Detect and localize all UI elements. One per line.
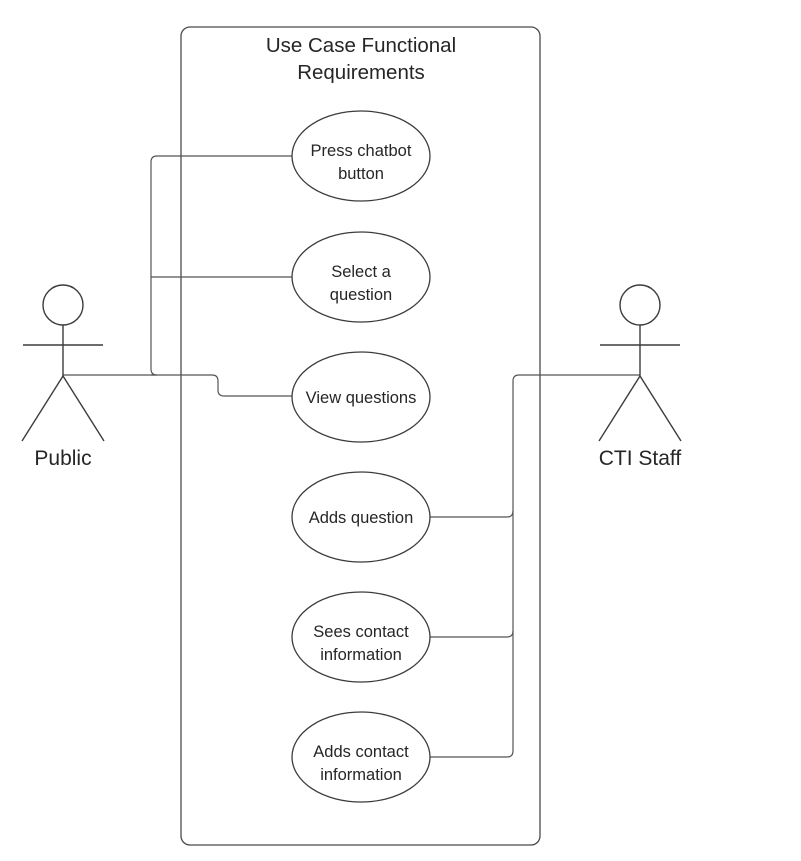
use-case-label-line1: Adds question: [309, 509, 414, 527]
connector-cti-sees-contact-information: [430, 630, 514, 638]
use-case-label-line2: information: [320, 766, 402, 784]
use-case-label-line1: Sees contact: [313, 623, 409, 641]
actor-label: Public: [34, 447, 91, 470]
boundary-title-line2: Requirements: [297, 61, 425, 84]
use-case-ellipse: [291, 591, 431, 683]
use-case-ellipse: [291, 711, 431, 803]
use-case-sees-contact-information[interactable]: Sees contact information: [291, 591, 431, 683]
boundary-title-line1: Use Case Functional: [266, 34, 456, 57]
actor-head-icon: [619, 284, 661, 326]
actor-left-leg-icon: [21, 375, 64, 442]
connector-public-view-questions: [151, 374, 292, 397]
use-case-label-line1: View questions: [306, 389, 417, 407]
use-case-label-line2: information: [320, 646, 402, 664]
actor-public[interactable]: Public: [21, 284, 105, 470]
actor-right-leg-icon: [639, 375, 682, 442]
use-case-label-line1: Adds contact: [313, 743, 409, 761]
use-case-ellipse: [291, 110, 431, 202]
use-case-label-line2: button: [338, 165, 384, 183]
connector-cti-adds-question: [430, 510, 514, 518]
use-case-label-line1: Press chatbot: [311, 142, 412, 160]
use-case-label-line1: Select a: [331, 263, 391, 281]
use-case-adds-question[interactable]: Adds question: [291, 471, 431, 563]
connector-cti-trunk: [430, 374, 640, 758]
actor-left-leg-icon: [598, 375, 641, 442]
actor-right-leg-icon: [62, 375, 105, 442]
use-case-ellipse: [291, 231, 431, 323]
actor-label: CTI Staff: [599, 447, 682, 470]
use-case-adds-contact-information[interactable]: Adds contact information: [291, 711, 431, 803]
use-case-view-questions[interactable]: View questions: [291, 351, 431, 443]
use-case-ellipse: [291, 351, 431, 443]
use-case-label-line2: question: [330, 286, 392, 304]
actor-cti-staff[interactable]: CTI Staff: [598, 284, 682, 470]
use-case-press-chatbot-button[interactable]: Press chatbot button: [291, 110, 431, 202]
use-case-ellipse: [291, 471, 431, 563]
actor-head-icon: [42, 284, 84, 326]
use-case-select-a-question[interactable]: Select a question: [291, 231, 431, 323]
